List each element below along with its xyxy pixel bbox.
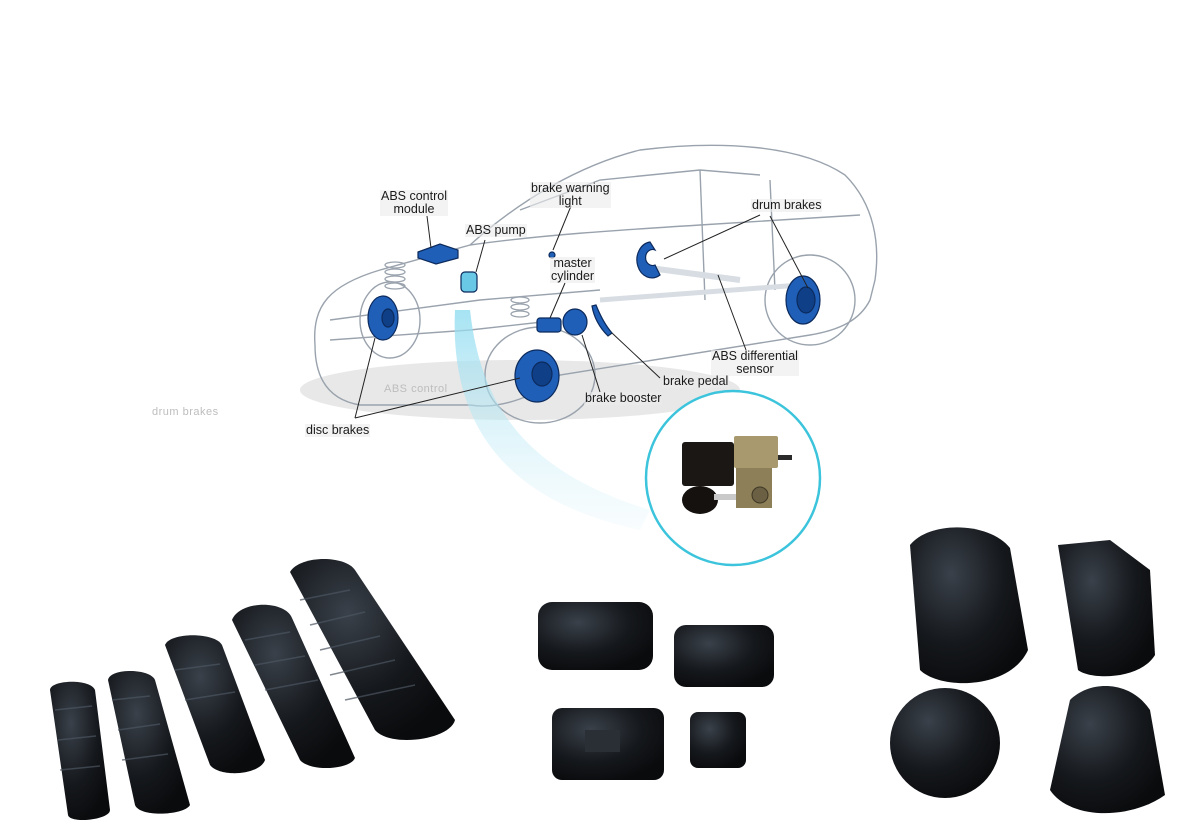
pedal-pads-group xyxy=(538,602,774,780)
abs-pump-unit-icon xyxy=(682,436,792,514)
label-disc-brakes: disc brakes xyxy=(305,423,371,437)
label-brake-booster: brake booster xyxy=(584,391,663,405)
ghost-label-abs-control: ABS control xyxy=(384,383,448,395)
label-brake-pedal: brake pedal xyxy=(662,374,730,388)
label-abs-differential-sensor: ABS differential sensor xyxy=(711,349,799,376)
ghost-label-drum-brakes: drum brakes xyxy=(152,406,219,418)
label-drum-brakes: drum brakes xyxy=(751,198,823,212)
label-master-cylinder: master cylinder xyxy=(550,256,596,283)
brake-parts xyxy=(367,241,821,403)
dust-covers-group xyxy=(890,527,1165,814)
label-abs-pump: ABS pump xyxy=(465,223,527,237)
rubber-bellows-group xyxy=(50,558,455,821)
label-brake-warning-light: brake warning light xyxy=(530,181,611,208)
label-abs-control-module: ABS control module xyxy=(380,189,449,216)
